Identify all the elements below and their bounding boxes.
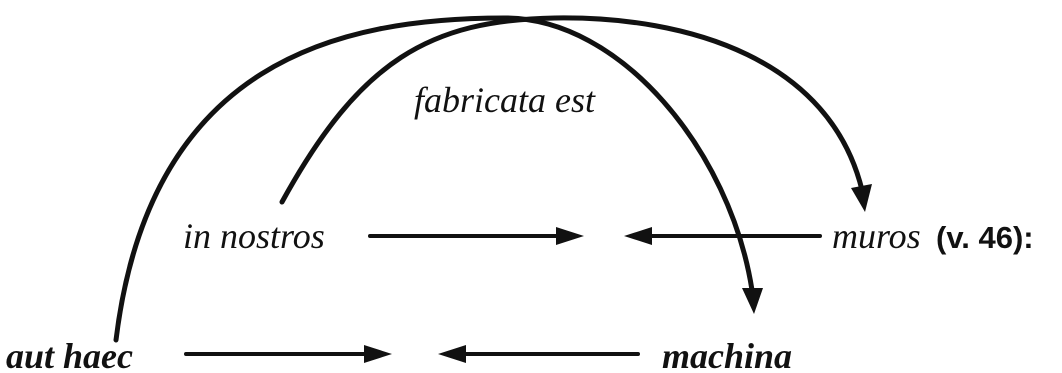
arc-in-nostros-to-muros (279, 15, 865, 205)
arrowhead-machina-left (438, 345, 466, 363)
arc-aut-haec-to-machina (113, 15, 755, 343)
word-in-nostros: in nostros (183, 216, 325, 256)
word-aut-haec: aut haec (6, 336, 133, 373)
arrowhead-muros-left (624, 227, 652, 245)
arrowhead-aut-haec-right (364, 345, 392, 363)
arc-arrowhead-machina (742, 288, 763, 314)
word-muros: muros (832, 216, 921, 256)
arrowhead-in-nostros-right (556, 227, 584, 245)
word-fabricata-est: fabricata est (414, 80, 596, 120)
arc-arrowhead-muros (851, 184, 872, 212)
word-machina: machina (662, 336, 792, 373)
word-verse-reference: (v. 46): (936, 220, 1034, 255)
